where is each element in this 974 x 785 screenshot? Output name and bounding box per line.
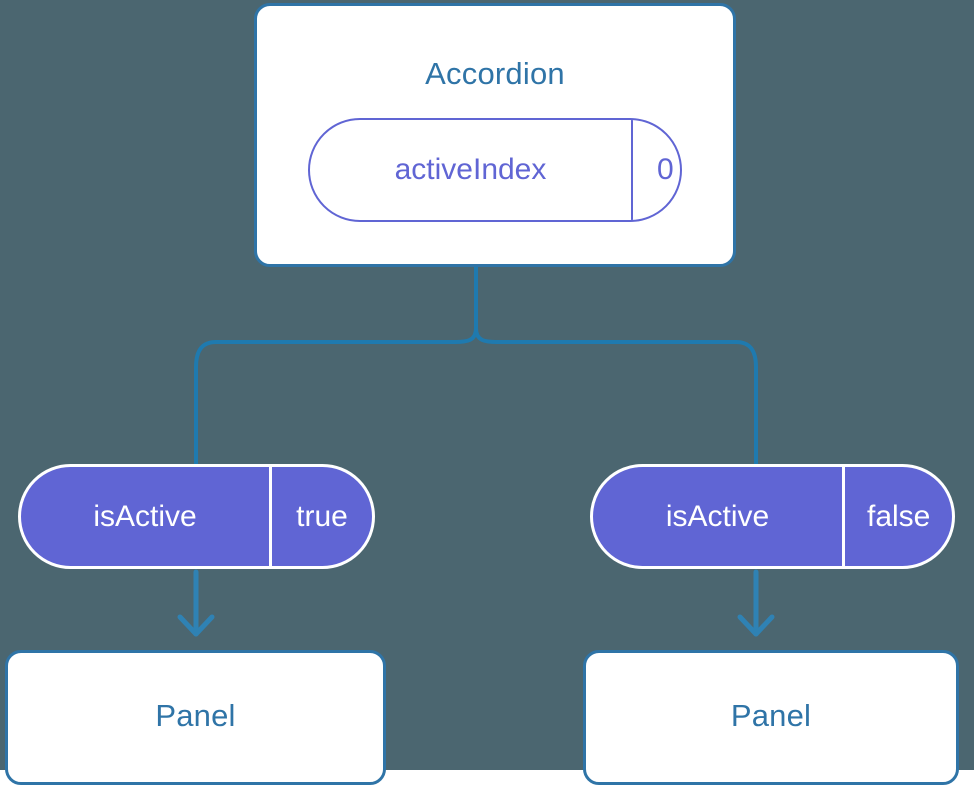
- connector-root-fork-right: [474, 326, 758, 468]
- prop-chip-is-active-true[interactable]: isActive true: [18, 464, 375, 569]
- prop-chip-active-index[interactable]: activeIndex 0: [308, 118, 682, 222]
- component-title-accordion: Accordion: [425, 56, 565, 91]
- arrow-down-icon-left: [177, 569, 215, 637]
- component-card-panel-right[interactable]: Panel: [583, 650, 959, 785]
- prop-chip-value: 0: [631, 120, 680, 220]
- prop-chip-value: true: [269, 467, 372, 566]
- component-title-panel: Panel: [155, 698, 236, 733]
- prop-chip-is-active-false[interactable]: isActive false: [590, 464, 955, 569]
- component-title-panel: Panel: [730, 698, 812, 733]
- prop-chip-key: activeIndex: [394, 153, 547, 186]
- prop-chip-key: isActive: [665, 499, 770, 533]
- prop-chip-value: false: [842, 467, 952, 566]
- arrow-down-icon-right: [737, 569, 775, 637]
- connector-root-fork: [194, 264, 478, 468]
- component-card-panel-left[interactable]: Panel: [5, 650, 386, 785]
- prop-chip-key: isActive: [93, 499, 197, 533]
